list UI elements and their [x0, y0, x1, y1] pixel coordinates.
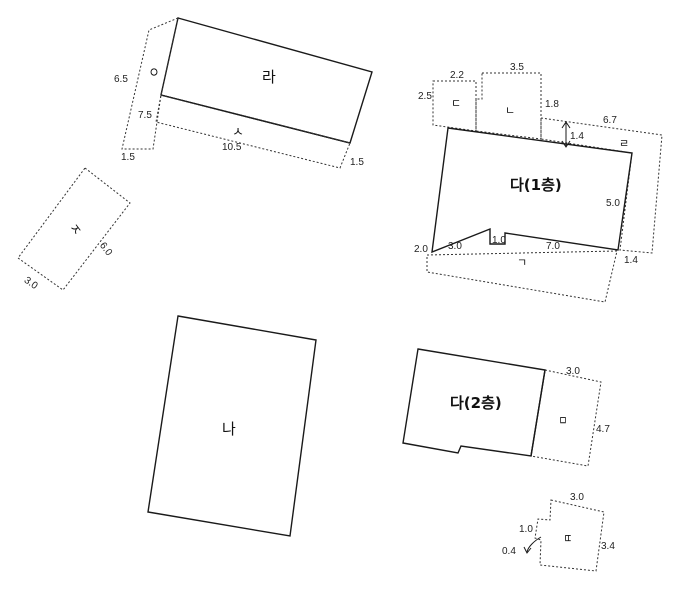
- dim-da1-right-bottom: 1.4: [624, 255, 638, 266]
- building-ra-group: 라 ㅇ ㅅ 6.5 7.5 1.5 10.5 1.5: [114, 17, 373, 169]
- annex-o: [121, 17, 179, 150]
- dim-n-width: 3.5: [510, 62, 524, 73]
- b-step-arrow: [526, 536, 542, 553]
- dim-m-height: 4.7: [596, 424, 610, 435]
- building-na: [147, 315, 317, 537]
- building-b: [534, 499, 605, 572]
- dim-ra-bottom-left: 1.5: [121, 152, 135, 163]
- annex-m-label: ㅁ: [556, 415, 569, 425]
- dim-d-width: 2.2: [450, 70, 464, 81]
- dim-da1-left: 2.0: [414, 244, 428, 255]
- annex-s-label: ㅅ: [232, 125, 244, 140]
- da1-arrow-head-top: [561, 121, 571, 129]
- dim-r-width: 6.7: [603, 115, 617, 126]
- dim-b-width: 3.0: [570, 492, 584, 503]
- annex-d: [432, 80, 477, 132]
- dim-ra-left-bottom: 7.5: [138, 110, 152, 121]
- building-j-group: ㅈ 6.0 3.0: [17, 167, 131, 292]
- building-na-group: 나: [147, 315, 317, 537]
- annex-d-label: ㄷ: [451, 97, 461, 110]
- annex-g-label: ㄱ: [517, 256, 527, 269]
- building-b-group: ㅂ 3.0 3.4 1.0 0.4: [502, 492, 615, 572]
- da2-divider: [530, 369, 546, 457]
- dim-ra-bottom: 10.5: [222, 142, 242, 153]
- dim-da1-bottom-b: 7.0: [546, 241, 560, 252]
- dim-ra-bottom-right: 1.5: [350, 157, 364, 168]
- building-da1-label: 다(1층): [510, 176, 562, 194]
- dim-j-side: 6.0: [97, 240, 114, 258]
- annex-n: [475, 72, 542, 140]
- building-b-label: ㅂ: [561, 533, 574, 543]
- annex-n-label: ㄴ: [505, 104, 515, 117]
- b-step-arrow-head: [523, 546, 532, 554]
- building-j-label: ㅈ: [65, 221, 84, 240]
- building-da1: [431, 127, 633, 254]
- dim-da1-bottom-a: 3.0: [448, 241, 462, 252]
- dim-j-bottom: 3.0: [22, 275, 40, 292]
- building-da2-group: 다(2층) ㅁ 3.0 4.7: [402, 348, 610, 467]
- dim-m-width: 3.0: [566, 366, 580, 377]
- dim-n-height: 1.8: [545, 99, 559, 110]
- dim-b-step-small: 0.4: [502, 546, 516, 557]
- annex-r-label: ㄹ: [619, 137, 629, 150]
- da1-arrow-head-bottom: [561, 140, 571, 148]
- dim-b-height: 3.4: [601, 541, 615, 552]
- dim-da1-step: 1.0: [492, 235, 506, 246]
- building-na-label: 나: [222, 420, 236, 438]
- building-da1-group: 다(1층) ㄷ ㄴ ㄹ ㄱ 2.2 2.5 3.5 1.8 6.7 1.4 5.…: [414, 62, 663, 303]
- dim-da1-right: 5.0: [606, 198, 620, 209]
- annex-o-label: ㅇ: [145, 66, 160, 78]
- dim-b-step: 1.0: [519, 524, 533, 535]
- dim-d-height: 2.5: [418, 91, 432, 102]
- dim-r-offset: 1.4: [570, 131, 584, 142]
- annex-r: [540, 117, 663, 254]
- building-ra-label: 라: [262, 68, 276, 86]
- annex-g: [426, 250, 618, 303]
- building-da2-label: 다(2층): [450, 394, 502, 412]
- annex-s: [155, 94, 351, 169]
- dim-ra-left-top: 6.5: [114, 74, 128, 85]
